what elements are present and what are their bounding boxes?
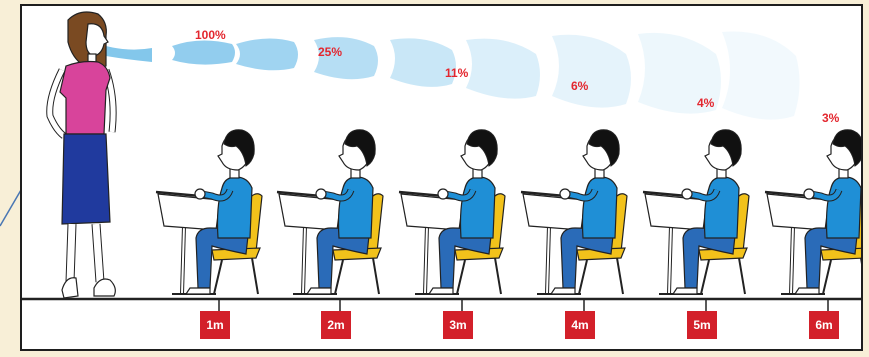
student-desk-1 [156,130,262,294]
figure-frame [20,4,863,351]
classroom-illustration [22,6,863,351]
students-row [156,130,863,294]
distance-label-6: 6m [809,311,839,339]
distance-label-3: 3m [443,311,473,339]
percentage-label-1: 100% [195,28,226,42]
percentage-label-2: 25% [318,45,342,59]
student-desk-2 [277,130,383,294]
distance-label-5: 5m [687,311,717,339]
student-desk-3 [399,130,505,294]
student-desk-6 [765,130,863,294]
student-desk-4 [521,130,627,294]
teacher-figure [50,12,116,298]
distance-label-2: 2m [321,311,351,339]
percentage-label-6: 3% [822,111,839,125]
distance-label-1: 1m [200,311,230,339]
percentage-label-4: 6% [571,79,588,93]
percentage-label-3: 11% [445,66,468,80]
percentage-label-5: 4% [697,96,714,110]
student-desk-5 [643,130,749,294]
distance-label-4: 4m [565,311,595,339]
